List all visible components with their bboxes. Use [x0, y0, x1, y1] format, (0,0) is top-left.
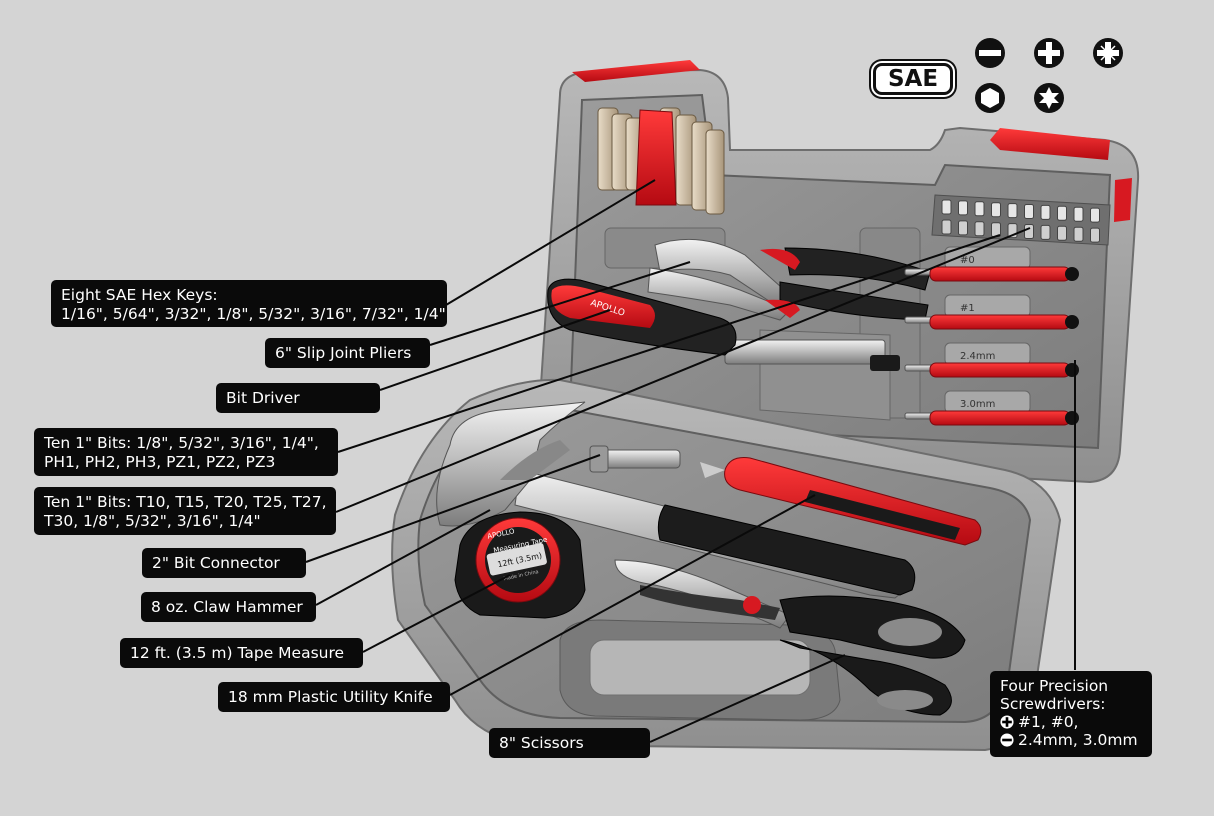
bit — [941, 199, 952, 215]
hex-tip-icon — [975, 83, 1005, 113]
label-hammer: 8 oz. Claw Hammer — [141, 592, 316, 622]
bit — [1024, 224, 1034, 239]
label-bits-a-line1: Ten 1" Bits: 1/8", 5/32", 3/16", 1/4", — [44, 434, 319, 452]
bit — [1057, 205, 1067, 221]
label-scissors: 8" Scissors — [489, 728, 650, 758]
torx-tip-icon — [1034, 83, 1064, 113]
label-hex-keys: Eight SAE Hex Keys: 1/16", 5/64", 3/32",… — [51, 280, 447, 327]
screwdriver-size: 3.0mm — [960, 399, 995, 410]
label-tape-measure: 12 ft. (3.5 m) Tape Measure — [120, 638, 363, 668]
label-utility-knife: 18 mm Plastic Utility Knife — [218, 682, 450, 712]
label-screwdrivers-phillips: #1, #0, — [1018, 713, 1079, 731]
screwdriver-handle — [929, 266, 1071, 282]
label-bits-a: Ten 1" Bits: 1/8", 5/32", 3/16", 1/4", P… — [34, 428, 338, 476]
screwdriver-cap — [1065, 363, 1079, 377]
case-base — [391, 378, 1062, 752]
screwdriver-size: 2.4mm — [960, 351, 995, 362]
screwdriver-cap — [1065, 315, 1079, 329]
bit — [1073, 206, 1084, 222]
tape-measure: Measuring Tape 12ft (3.5m) Made in China… — [454, 511, 586, 619]
leader-lines — [305, 179, 1076, 743]
claw-hammer — [436, 401, 916, 599]
bit — [958, 220, 968, 236]
bit — [991, 202, 1001, 218]
label-bit-connector: 2" Bit Connector — [142, 548, 306, 578]
bit — [1007, 203, 1018, 219]
label-bits-a-line2: PH1, PH2, PH3, PZ1, PZ2, PZ3 — [44, 453, 276, 471]
sae-badge: SAE — [873, 63, 953, 95]
phillips-tip-icon — [1000, 715, 1014, 729]
bit — [958, 200, 968, 216]
pozi-tip-icon — [1093, 38, 1123, 68]
utility-knife — [700, 457, 982, 546]
label-bit-driver: Bit Driver — [216, 383, 380, 413]
phillips-tip-icon — [1034, 38, 1064, 68]
scissors — [614, 559, 966, 716]
screwdriver-cap — [1065, 267, 1079, 281]
bit — [1057, 225, 1067, 241]
label-bits-b-line2: T30, 1/8", 5/32", 3/16", 1/4" — [44, 512, 261, 530]
hex-keys — [597, 107, 725, 215]
slotted-tip-icon — [975, 38, 1005, 68]
bit — [974, 221, 985, 237]
label-bits-b-line1: Ten 1" Bits: T10, T15, T20, T25, T27, — [44, 493, 327, 511]
slotted-tip-icon — [1000, 733, 1014, 747]
bit — [1024, 204, 1034, 219]
label-screwdrivers: Four Precision Screwdrivers: #1, #0, 2.4… — [990, 671, 1152, 757]
bit — [1073, 226, 1084, 242]
label-screwdrivers-title: Four Precision — [1000, 677, 1109, 695]
bit-rack — [931, 194, 1111, 246]
bit — [1040, 204, 1051, 220]
precision-screwdrivers: #0 #1 2.4mm 3.0mm — [904, 246, 1079, 426]
label-hex-keys-title: Eight SAE Hex Keys: — [61, 286, 218, 304]
label-screwdrivers-subtitle: Screwdrivers: — [1000, 695, 1106, 713]
label-screwdrivers-slotted: 2.4mm, 3.0mm — [1018, 731, 1138, 749]
screwdriver-handle — [929, 410, 1071, 426]
bit-connector-tool — [589, 445, 681, 473]
label-screwdrivers-phillips-row: #1, #0, — [1000, 713, 1142, 731]
screwdriver-cap — [1065, 411, 1079, 425]
screwdriver-slot — [944, 294, 1031, 318]
bit — [941, 219, 952, 235]
screwdriver-handle — [929, 314, 1071, 330]
screwdriver-size: #0 — [960, 255, 975, 266]
bit — [1090, 227, 1100, 243]
bit — [1090, 207, 1100, 223]
bit — [974, 201, 985, 217]
screwdriver-size: #1 — [960, 303, 975, 314]
screwdriver-handle — [929, 362, 1071, 378]
label-bits-b: Ten 1" Bits: T10, T15, T20, T25, T27, T3… — [34, 487, 336, 535]
label-pliers: 6" Slip Joint Pliers — [265, 338, 430, 368]
label-screwdrivers-slotted-row: 2.4mm, 3.0mm — [1000, 731, 1142, 749]
bit — [1040, 224, 1051, 240]
label-hex-keys-sizes: 1/16", 5/64", 3/32", 1/8", 5/32", 3/16",… — [61, 305, 446, 323]
